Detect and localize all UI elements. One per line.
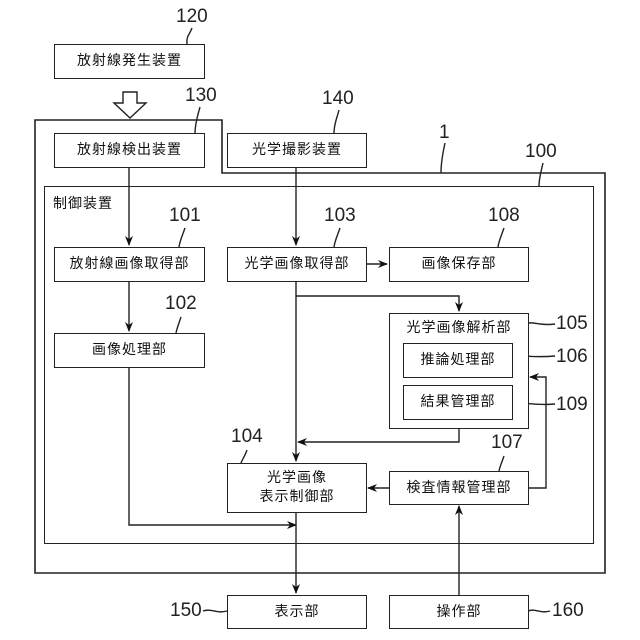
ref-103: 103 bbox=[324, 205, 356, 227]
control-device-label: 制御装置 bbox=[53, 193, 113, 213]
result-management-label: 結果管理部 bbox=[421, 393, 496, 412]
leader-100 bbox=[539, 163, 543, 186]
result-management-box: 結果管理部 bbox=[403, 385, 513, 420]
ref-107: 107 bbox=[491, 432, 523, 454]
optical-camera-box: 光学撮影装置 bbox=[227, 133, 367, 168]
radiation-generator-box: 放射線発生装置 bbox=[54, 44, 205, 79]
hollow-arrow-icon bbox=[114, 92, 146, 118]
radiation-generator-label: 放射線発生装置 bbox=[77, 52, 182, 71]
inspection-info-management-box: 検査情報管理部 bbox=[389, 471, 529, 505]
leader-140 bbox=[334, 110, 339, 133]
display-box: 表示部 bbox=[227, 595, 367, 629]
inspection-info-management-label: 検査情報管理部 bbox=[407, 479, 512, 498]
image-processing-box: 画像処理部 bbox=[54, 333, 205, 368]
ref-101: 101 bbox=[169, 205, 201, 227]
ref-160: 160 bbox=[552, 600, 584, 622]
image-storage-box: 画像保存部 bbox=[389, 247, 529, 282]
operation-label: 操作部 bbox=[437, 603, 482, 622]
ref-105: 105 bbox=[556, 313, 588, 335]
ref-100: 100 bbox=[525, 141, 557, 163]
display-label: 表示部 bbox=[275, 603, 320, 622]
ref-150: 150 bbox=[170, 600, 202, 622]
inference-processing-box: 推論処理部 bbox=[403, 343, 513, 378]
ref-106: 106 bbox=[556, 346, 588, 368]
optical-image-analysis-label: 光学画像解析部 bbox=[407, 319, 512, 338]
image-processing-label: 画像処理部 bbox=[92, 341, 167, 360]
ref-108: 108 bbox=[488, 205, 520, 227]
inference-processing-label: 推論処理部 bbox=[421, 351, 496, 370]
optical-image-display-control-box: 光学画像 表示制御部 bbox=[227, 463, 367, 513]
ref-120: 120 bbox=[176, 6, 208, 28]
leader-160 bbox=[528, 610, 550, 612]
ref-1: 1 bbox=[439, 122, 450, 144]
optical-image-acquisition-label: 光学画像取得部 bbox=[245, 255, 350, 274]
leader-120 bbox=[187, 28, 192, 44]
leader-1 bbox=[441, 143, 445, 173]
optical-camera-label: 光学撮影装置 bbox=[252, 141, 342, 160]
optical-image-display-control-label-line1: 光学画像 bbox=[267, 469, 327, 488]
optical-image-acquisition-box: 光学画像取得部 bbox=[227, 247, 367, 282]
ref-104: 104 bbox=[231, 426, 263, 448]
ref-140: 140 bbox=[322, 88, 354, 110]
ref-102: 102 bbox=[165, 293, 197, 315]
radiation-detector-label: 放射線検出装置 bbox=[77, 141, 182, 160]
operation-box: 操作部 bbox=[389, 595, 529, 629]
ref-109: 109 bbox=[556, 394, 588, 416]
image-storage-label: 画像保存部 bbox=[422, 255, 497, 274]
ref-130: 130 bbox=[185, 85, 217, 107]
optical-image-display-control-label-line2: 表示制御部 bbox=[260, 488, 335, 507]
leader-150 bbox=[203, 610, 227, 612]
radiation-image-acquisition-box: 放射線画像取得部 bbox=[54, 247, 205, 282]
radiation-detector-box: 放射線検出装置 bbox=[54, 133, 205, 168]
radiation-image-acquisition-label: 放射線画像取得部 bbox=[70, 255, 190, 274]
